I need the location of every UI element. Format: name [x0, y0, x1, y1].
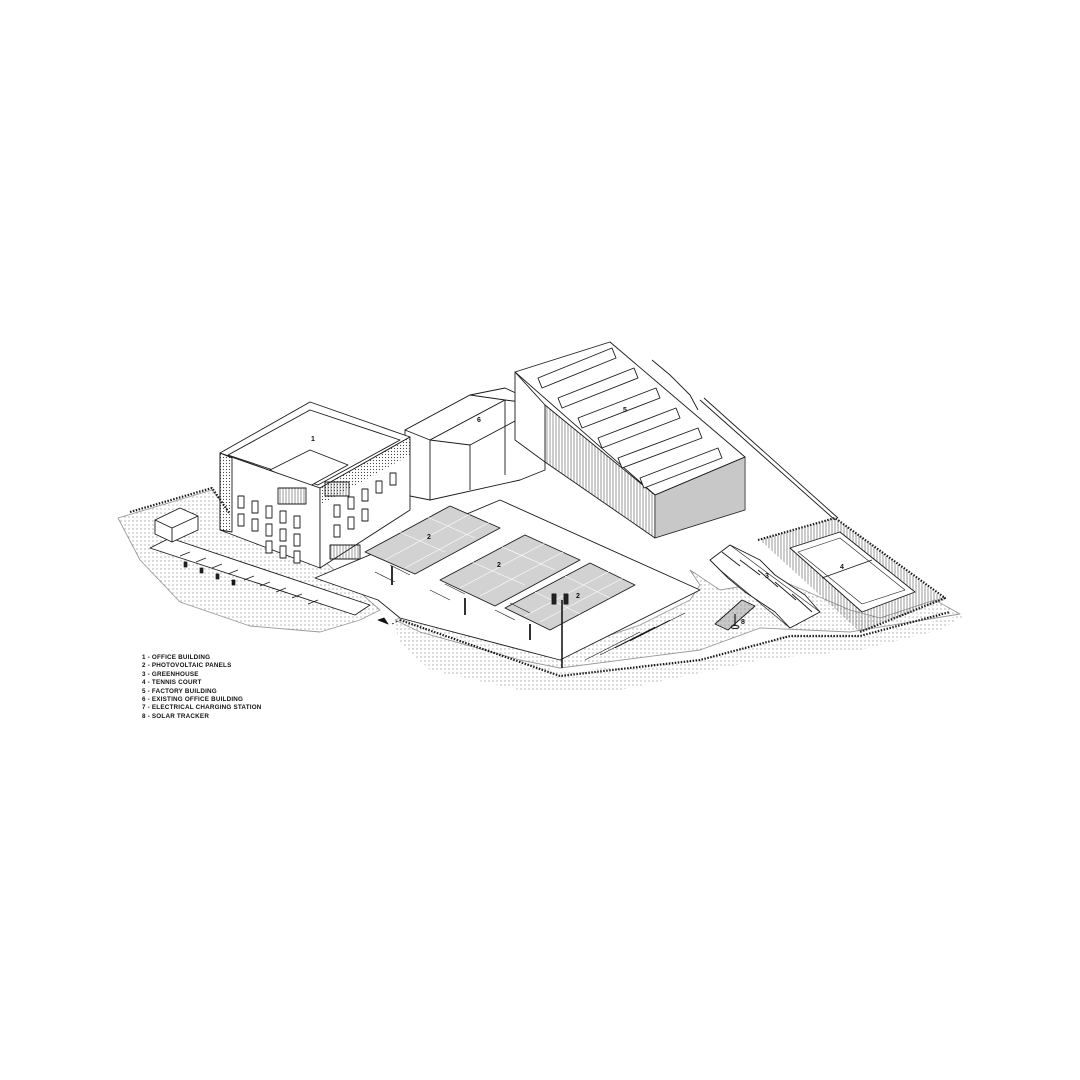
greenhouse [709, 544, 821, 629]
label-existing-office-building: 6 [477, 417, 481, 424]
legend-item-office-building: 1 - OFFICE BUILDING [142, 654, 211, 661]
label-solar-tracker: 8 [741, 619, 745, 626]
legend-item-solar-tracker: 8 - SOLAR TRACKER [142, 712, 210, 720]
label-factory-building: 5 [623, 407, 627, 414]
legend: 1 - OFFICE BUILDING 2 - PHOTOVOLTAIC PAN… [142, 654, 262, 721]
legend-item-photovoltaic-panels: 2 - PHOTOVOLTAIC PANELS [142, 662, 232, 670]
entrance-arrow [377, 617, 389, 625]
charging-area [149, 537, 371, 616]
charging-station-stalls [179, 551, 319, 605]
legend-item-charging-station: 7 - ELECTRICAL CHARGING STATION [142, 704, 262, 712]
legend-item-factory-building: 5 - FACTORY BUILDING [142, 687, 217, 695]
office-building [154, 401, 411, 569]
lamp-post [551, 593, 569, 668]
ground-lower-fill [395, 614, 968, 690]
legend-item-tennis-court: 4 - TENNIS COURT [142, 679, 202, 687]
parking-stalls [374, 564, 686, 661]
pv-carport-3 [504, 562, 636, 640]
label-pv-panels-a: 2 [427, 534, 431, 541]
solar-tracker [714, 599, 756, 631]
tennis-court [760, 518, 945, 632]
label-office-building: 1 [311, 436, 315, 443]
label-pv-panels-b: 2 [497, 562, 501, 569]
label-pv-panels-c: 2 [576, 593, 580, 600]
label-charging-station: 7 [231, 580, 235, 587]
pv-carport-2 [439, 534, 581, 615]
fence-main [399, 610, 951, 678]
legend-item-existing-office-building: 6 - EXISTING OFFICE BUILDING [142, 696, 244, 704]
pv-carport-1 [364, 505, 501, 585]
label-greenhouse: 3 [765, 573, 769, 580]
factory-building [514, 341, 839, 539]
fence-left [129, 486, 231, 515]
legend-item-greenhouse: 3 - GREENHOUSE [142, 670, 199, 678]
label-tennis-court: 4 [840, 564, 844, 571]
